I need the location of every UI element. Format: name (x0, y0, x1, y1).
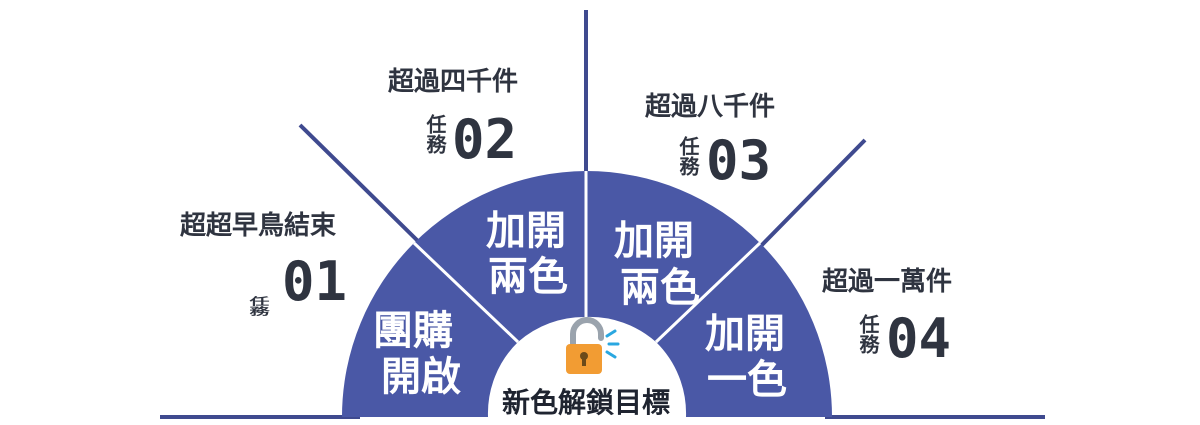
segment-3-line-2: 兩色 (620, 265, 700, 311)
segment-4-line-1: 加開 (705, 311, 785, 357)
mission-1-target: 超超早鳥結束 (180, 210, 337, 241)
divider-ray-1 (298, 123, 427, 250)
mission-3-word: 任務 (676, 135, 700, 177)
mission-2: 超過四千件 任務 02 (388, 67, 518, 171)
mission-1-number: 01 (282, 250, 347, 313)
segment-4 (656, 243, 832, 417)
segment-ring (341, 170, 832, 417)
segment-1 (341, 243, 518, 417)
unlock-icon (566, 317, 620, 374)
mission-4: 超過一萬件 任務 04 (822, 267, 952, 370)
segment-2 (414, 171, 586, 342)
segment-4-line-2: 一色 (707, 357, 787, 403)
mission-2-word: 任務 (423, 113, 447, 155)
segment-1-line-2: 開啟 (381, 354, 461, 400)
mission-3-number: 03 (706, 129, 771, 192)
center-label: 新色解鎖目標 (502, 386, 670, 419)
mission-4-word: 任務 (856, 313, 880, 355)
segment-1-line-1: 團購 (373, 308, 453, 354)
mission-2-number: 02 (452, 108, 517, 171)
mission-3: 超過八千件 任務 03 (645, 92, 775, 192)
segment-2-line-2: 兩色 (488, 254, 568, 300)
mission-4-number: 04 (886, 307, 951, 370)
divider-ray-3 (753, 138, 867, 254)
mission-1-word: 任務 (246, 295, 270, 316)
segment-3 (586, 170, 760, 342)
mission-4-target: 超過一萬件 (822, 267, 952, 297)
mission-1: 超超早鳥結束 任務 01 (180, 210, 347, 316)
mission-2-target: 超過四千件 (388, 67, 518, 97)
segment-2-line-1: 加開 (486, 208, 566, 254)
mission-3-target: 超過八千件 (645, 92, 775, 122)
segment-3-line-1: 加開 (614, 218, 694, 264)
